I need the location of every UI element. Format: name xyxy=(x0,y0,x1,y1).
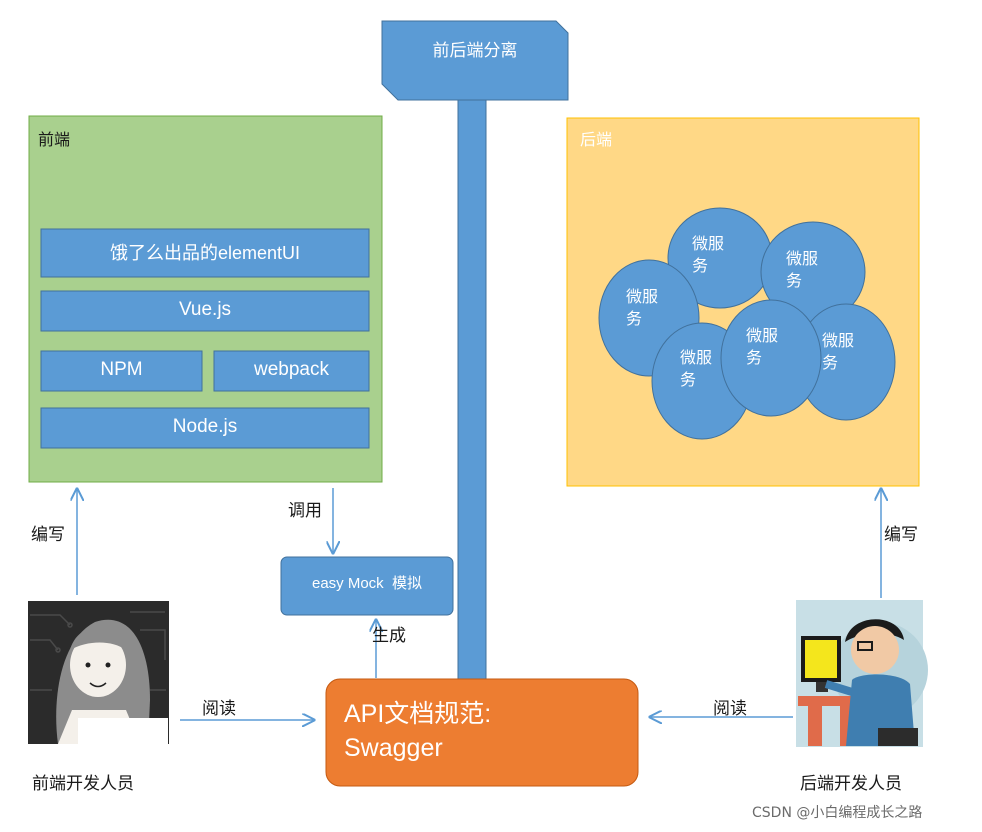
layer-vuejs-label: Vue.js xyxy=(178,299,232,320)
backend-developer-avatar xyxy=(796,600,928,747)
layer-npm-box xyxy=(40,350,203,392)
edge-label-frontend-read: 阅读 xyxy=(202,699,236,719)
frontend-developer-avatar xyxy=(28,601,169,744)
api-doc-subtitle: Swagger xyxy=(344,734,443,762)
api-doc-box xyxy=(325,678,639,787)
edge-label-backend-read: 阅读 xyxy=(713,699,747,719)
layer-elementui-label: 饿了么出品的elementUI xyxy=(109,243,301,263)
edge-label-call: 调用 xyxy=(288,501,322,521)
top-banner-shape xyxy=(381,20,569,101)
microservice-label: 微服务 xyxy=(822,333,855,372)
mock-label: easy Mock 模拟 xyxy=(311,575,423,592)
layer-webpack-label: webpack xyxy=(254,359,329,380)
frontend-title: 前端 xyxy=(38,130,71,149)
layer-elementui-box xyxy=(40,228,370,278)
microservice-label: 微服务 xyxy=(786,251,819,290)
microservice-label: 微服务 xyxy=(626,289,659,328)
layer-npm-label: NPM xyxy=(100,359,143,380)
layer-webpack-box xyxy=(213,350,370,392)
edge-label-frontend-write: 编写 xyxy=(31,525,65,545)
microservice-label: 微服务 xyxy=(692,236,725,275)
mock-box xyxy=(280,556,454,616)
microservice-bubble xyxy=(720,299,822,417)
layer-nodejs-label: Node.js xyxy=(172,416,238,437)
edge-label-backend-write: 编写 xyxy=(884,525,918,545)
api-doc-title: API文档规范: xyxy=(344,700,492,728)
backend-title: 后端 xyxy=(580,130,613,149)
layer-nodejs-box xyxy=(40,407,370,449)
microservice-label: 微服务 xyxy=(746,328,779,367)
separation-bar xyxy=(457,99,487,681)
backend-developer-label: 后端开发人员 xyxy=(800,774,902,794)
frontend-developer-label: 前端开发人员 xyxy=(32,774,134,794)
top-banner-label: 前后端分离 xyxy=(432,41,518,60)
watermark: CSDN @小白编程成长之路 xyxy=(752,805,923,821)
edge-label-generate: 生成 xyxy=(372,626,406,646)
layer-vuejs-box xyxy=(40,290,370,332)
microservice-label: 微服务 xyxy=(680,350,713,389)
